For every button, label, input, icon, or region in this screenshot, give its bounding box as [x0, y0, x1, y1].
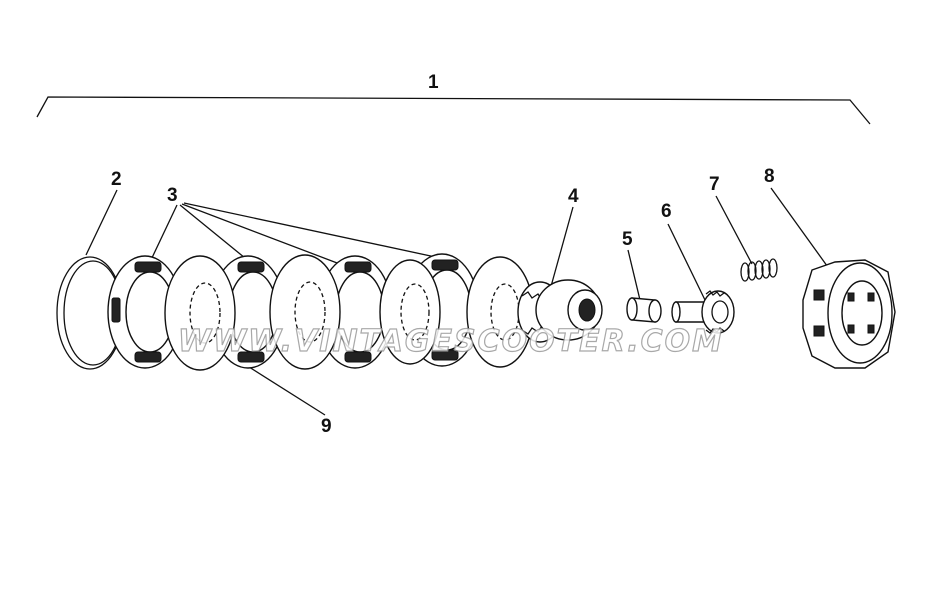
assembly-bracket [36, 96, 871, 125]
driven-plate-1 [164, 255, 236, 371]
callout-6: 6 [661, 201, 672, 222]
driven-plate-2 [269, 254, 341, 370]
watermark-text: WWW.VINTAGESCOOTER.COM [178, 324, 724, 359]
callout-2: 2 [111, 169, 122, 190]
callout-3: 3 [167, 185, 178, 206]
callout-4: 4 [568, 186, 579, 207]
callout-7: 7 [709, 174, 720, 195]
driven-plate-3 [379, 259, 441, 365]
callout-5: 5 [622, 229, 633, 250]
clutch-housing [802, 259, 896, 369]
spring [740, 258, 778, 282]
pinion-gear [671, 290, 735, 334]
drive-plate-3 [317, 255, 393, 369]
bushing [626, 297, 662, 323]
drive-plate-1 [107, 255, 183, 369]
clutch-gear-hub [517, 279, 603, 343]
callout-8: 8 [764, 166, 775, 187]
leader-lines [85, 187, 831, 416]
callout-1: 1 [428, 72, 439, 93]
callout-9: 9 [321, 416, 332, 437]
